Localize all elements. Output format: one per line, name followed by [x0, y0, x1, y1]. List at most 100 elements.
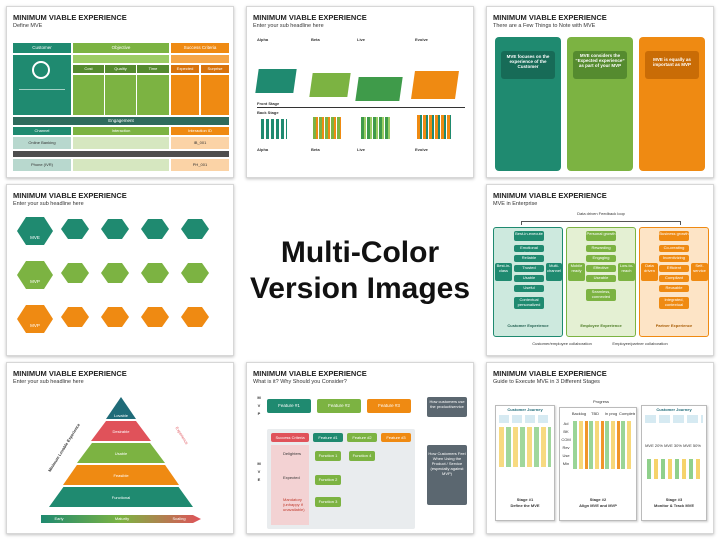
- feedback-loop-line: [521, 221, 681, 225]
- axis-maturity: Maturity: [114, 516, 130, 521]
- slide-pyramid[interactable]: MINIMUM VIABLE EXPERIENCE Enter your sub…: [6, 362, 234, 534]
- user-icon: [32, 61, 50, 79]
- beta-bars: [313, 117, 341, 139]
- right-axis-label: Experience: [174, 425, 190, 446]
- slide-three-stages[interactable]: MINIMUM VIABLE EXPERIENCE Guide to Execu…: [486, 362, 714, 534]
- axis-early: Early: [54, 516, 64, 521]
- alpha-card: [255, 69, 297, 93]
- success-bar: [171, 55, 229, 63]
- expected-header: Expected: [171, 65, 199, 73]
- feeling-question: How Customers Feel When Using the Produc…: [427, 445, 467, 505]
- px-item-6: Reusable: [659, 285, 689, 292]
- stage-2-num: Stage #2: [589, 497, 607, 502]
- col-in-prog: In prog: [604, 411, 618, 416]
- channel-row-1: Online Banking: [13, 137, 71, 149]
- feedback-loop-label: Data driven Feedback loop: [577, 211, 625, 216]
- slide-what-is-it[interactable]: MINIMUM VIABLE EXPERIENCE What is it? Wh…: [246, 362, 474, 534]
- num-2-1: 01: [72, 285, 78, 290]
- mvp-hex-green: [17, 261, 53, 289]
- stage-3-num: Stage #3: [665, 497, 683, 502]
- level-usable-label: Usable: [114, 451, 128, 456]
- criteria-delighters: Delighters: [283, 451, 302, 456]
- evolve-bars: [417, 115, 451, 139]
- interaction-row-2: [73, 159, 169, 171]
- stage-3-journey: Customer Journey: [656, 407, 692, 412]
- px-item-2: Co-creating: [659, 245, 689, 252]
- cost-header: Cost: [73, 65, 104, 73]
- id-row-1: IB_001: [171, 137, 229, 149]
- expected-cell: [171, 75, 199, 115]
- num-2-4: 04: [192, 285, 198, 290]
- alpha-bars: [261, 119, 287, 139]
- time-header: Time: [137, 65, 169, 73]
- col-backlog: Backlog: [571, 411, 587, 416]
- function-4: Function 4: [349, 451, 375, 461]
- criteria-head: Success Criteria: [271, 433, 309, 442]
- alpha-label: Alpha: [257, 37, 269, 42]
- interaction-row-1: [73, 137, 169, 149]
- beta-label-bottom: Beta: [311, 147, 320, 152]
- slide-subtitle: What is it? Why Should you Consider?: [253, 379, 347, 385]
- quality-header: Quality: [105, 65, 136, 73]
- row-com: COM: [561, 437, 571, 442]
- slide-stage-grid[interactable]: MINIMUM VIABLE EXPERIENCE Enter your sub…: [246, 6, 474, 178]
- mve-hex: [17, 217, 53, 245]
- px-item-4: Efficient: [659, 265, 689, 272]
- cx-item-5: Usable: [514, 275, 544, 282]
- sub-feature-2: Feature #2: [347, 433, 377, 442]
- slide-title: MINIMUM VIABLE EXPERIENCE: [493, 191, 607, 200]
- num-1-2: 02: [112, 241, 118, 246]
- slide-things-to-note[interactable]: MINIMUM VIABLE EXPERIENCE There are a Fe…: [486, 6, 714, 178]
- row-min: Min: [562, 461, 570, 466]
- mvp-label-2: MVP: [30, 323, 40, 328]
- slide-mve-enterprise[interactable]: MINIMUM VIABLE EXPERIENCE MVE in Enterpr…: [486, 184, 714, 356]
- col-tbd: TBD: [591, 411, 599, 416]
- beta-card: [309, 73, 351, 97]
- ex-item-2: Rewarding: [586, 245, 616, 252]
- mve-letter-e: E: [257, 477, 261, 482]
- quality-cell: [105, 75, 136, 115]
- pyramid-level-functional: [49, 487, 193, 507]
- slide-title: MINIMUM VIABLE EXPERIENCE: [13, 13, 127, 22]
- hex-3-3: [141, 307, 169, 327]
- cx-item-2: Emotional design: [514, 245, 544, 252]
- hex-2-3: [141, 263, 169, 283]
- stage-2-name: Align MVE and MVP: [579, 503, 617, 508]
- num-1-4: 04: [192, 241, 198, 246]
- bottom-label-1: Customer/employee collaboration: [532, 341, 592, 346]
- mvp-letter-m: M: [257, 395, 261, 400]
- slide-hexagons[interactable]: MINIMUM VIABLE EXPERIENCE Enter your sub…: [6, 184, 234, 356]
- cost-cell: [73, 75, 104, 115]
- hex-1-1: [61, 219, 89, 239]
- sub-feature-3: Feature #3: [381, 433, 411, 442]
- alpha-label-bottom: Alpha: [257, 147, 269, 152]
- center-title-line-1: Multi-Color: [280, 236, 440, 269]
- mve-letter-m: M: [257, 461, 261, 466]
- time-cell: [137, 75, 169, 115]
- separator: [13, 151, 229, 157]
- slide-define-mve[interactable]: MINIMUM VIABLE EXPERIENCE Define MVE Cus…: [6, 6, 234, 178]
- slide-title: MINIMUM VIABLE EXPERIENCE: [13, 191, 127, 200]
- ex-item-4: Effective: [586, 265, 616, 272]
- partner-column: [639, 227, 709, 337]
- criteria-mandatory: Mandatory (unhappy if unavailable): [283, 497, 305, 512]
- customer-notes: [19, 89, 65, 107]
- hex-3-2: [101, 307, 129, 327]
- stage-1-steps: [499, 415, 551, 423]
- slide-subtitle: Guide to Execute MVE in 3 Different Stag…: [493, 379, 600, 385]
- progress-label: Progress: [592, 399, 609, 404]
- front-stage-label: Front Stage: [257, 101, 280, 106]
- num-1-1: 01: [72, 241, 78, 246]
- hex-2-2: [101, 263, 129, 283]
- slide-title: MINIMUM VIABLE EXPERIENCE: [13, 369, 127, 378]
- sub-feature-1: Feature #1: [313, 433, 343, 442]
- cx-side-right: Multi-channel: [546, 263, 562, 281]
- live-label: Live: [357, 37, 366, 42]
- mve-30: MVE 30%: [664, 443, 682, 448]
- slide-subtitle: Enter your sub headline here: [13, 379, 84, 385]
- bottom-label-2: Employee/partner collaboration: [612, 341, 668, 346]
- num-1-3: 03: [152, 241, 158, 246]
- px-item-3: Incentivizing: [659, 255, 689, 262]
- feature-3-box: Feature #3: [367, 399, 411, 413]
- evolve-label: Evolve: [415, 37, 428, 42]
